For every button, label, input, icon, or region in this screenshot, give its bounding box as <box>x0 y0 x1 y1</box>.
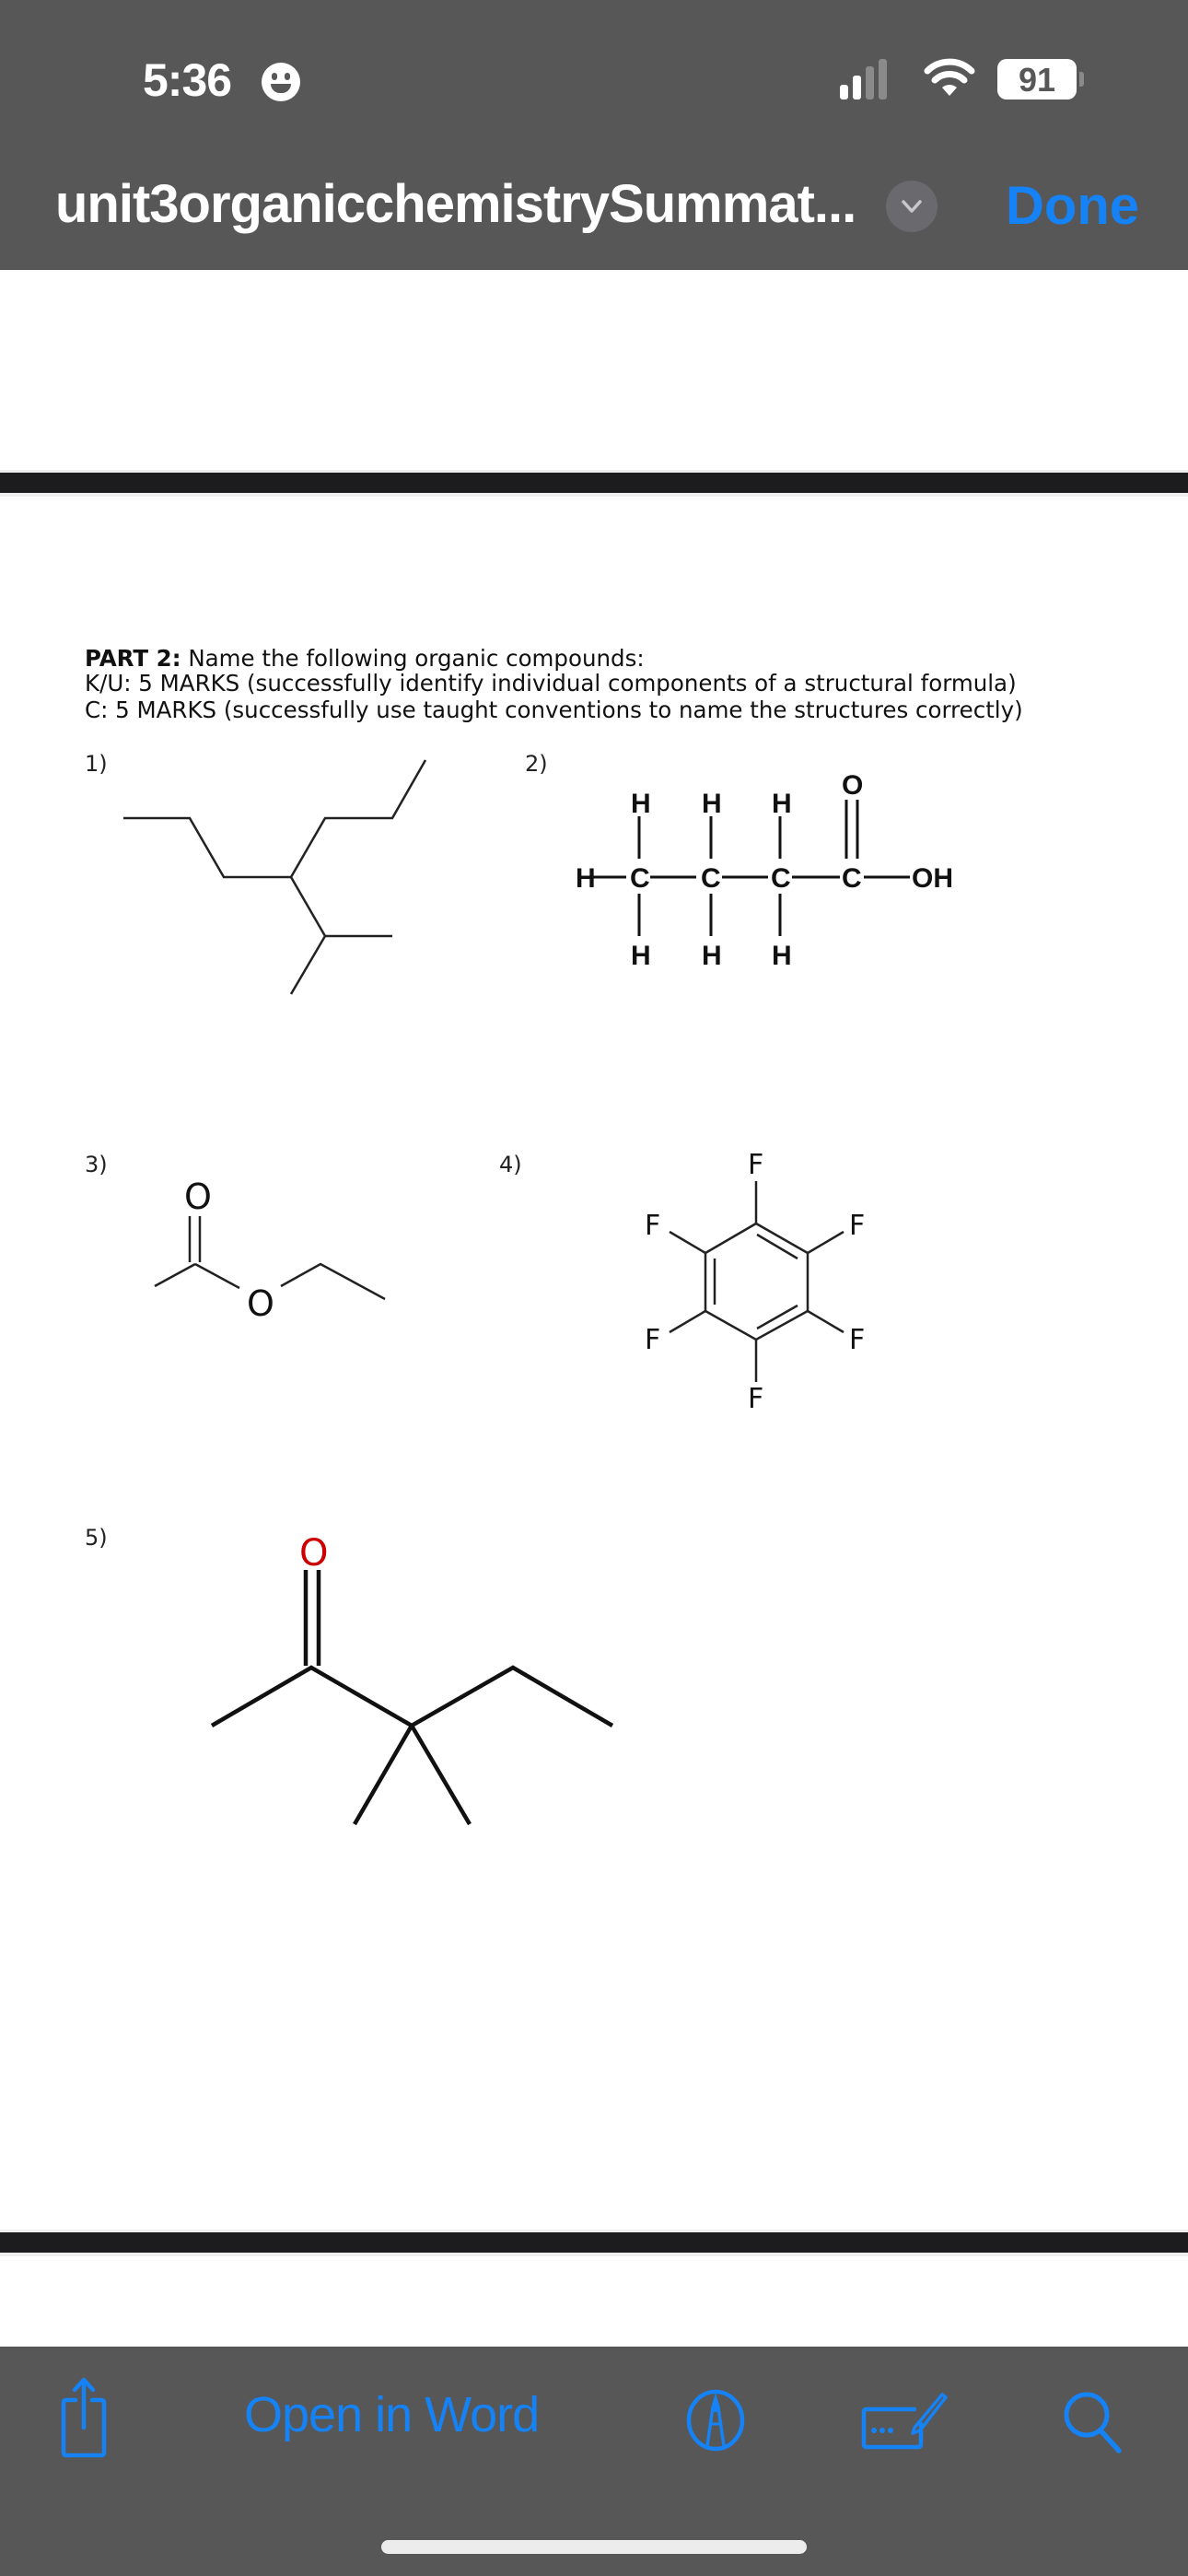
battery-tip <box>1079 72 1084 87</box>
structure-2-butanoic-acid: H C C C C OH H H H H H H O <box>576 770 953 971</box>
svg-text:C: C <box>630 863 650 894</box>
search-icon[interactable] <box>1062 2390 1126 2454</box>
structure-3-ester: O O <box>154 1177 386 1324</box>
svg-text:F: F <box>748 1383 763 1415</box>
svg-text:F: F <box>849 1210 865 1242</box>
done-button[interactable]: Done <box>1006 176 1139 236</box>
marks-c: C: 5 MARKS (successfully use taught conv… <box>85 697 1023 723</box>
question-number: 5) <box>85 1525 108 1551</box>
share-icon[interactable] <box>61 2377 107 2460</box>
document-title[interactable]: unit3organicchemistrySummat... <box>55 174 856 234</box>
structure-4-hexafluorobenzene: F F F F F F <box>645 1149 865 1415</box>
question-number: 4) <box>499 1152 522 1177</box>
battery-level: 91 <box>1018 61 1056 99</box>
part-heading-bold: PART 2: <box>85 645 181 672</box>
svg-text:H: H <box>631 789 651 819</box>
wifi-icon <box>924 58 975 96</box>
svg-text:O: O <box>299 1532 328 1575</box>
svg-text:H: H <box>576 863 596 894</box>
part-heading-text: Name the following organic compounds: <box>181 645 645 672</box>
top-bar <box>0 0 1188 270</box>
marks-ku: K/U: 5 MARKS (successfully identify indi… <box>85 670 1017 697</box>
svg-text:OH: OH <box>912 863 953 894</box>
markup-pen-icon[interactable] <box>685 2389 746 2452</box>
open-in-word-button[interactable]: Open in Word <box>244 2387 540 2442</box>
svg-text:H: H <box>702 789 722 819</box>
svg-text:F: F <box>748 1149 763 1181</box>
structure-1-skeletal-alkane <box>123 759 427 995</box>
question-number: 3) <box>85 1152 108 1177</box>
svg-text:H: H <box>772 789 792 819</box>
title-menu-button[interactable] <box>886 181 938 232</box>
part-heading: PART 2: Name the following organic compo… <box>85 645 645 672</box>
svg-text:O: O <box>842 770 863 801</box>
question-number: 2) <box>525 751 548 777</box>
svg-text:H: H <box>631 941 651 971</box>
cellular-signal-icon <box>840 59 904 100</box>
svg-text:C: C <box>701 863 721 894</box>
svg-text:H: H <box>702 941 722 971</box>
signature-icon[interactable] <box>861 2391 953 2450</box>
structure-5-ketone: O <box>210 1532 614 1826</box>
svg-text:F: F <box>645 1324 660 1356</box>
svg-text:O: O <box>247 1283 274 1324</box>
svg-text:H: H <box>772 941 792 971</box>
svg-text:C: C <box>771 863 791 894</box>
home-indicator[interactable] <box>381 2540 807 2554</box>
page-separator <box>0 470 1188 497</box>
bottom-toolbar <box>0 2347 1188 2576</box>
smiley-face-icon <box>262 63 300 101</box>
chevron-down-icon <box>902 200 922 213</box>
svg-text:O: O <box>184 1177 212 1217</box>
battery-indicator: 91 <box>997 59 1077 100</box>
svg-text:C: C <box>842 863 862 894</box>
svg-text:F: F <box>849 1324 865 1356</box>
svg-text:F: F <box>645 1210 660 1242</box>
status-time: 5:36 <box>143 54 232 106</box>
question-number: 1) <box>85 751 108 777</box>
page-separator <box>0 2230 1188 2256</box>
